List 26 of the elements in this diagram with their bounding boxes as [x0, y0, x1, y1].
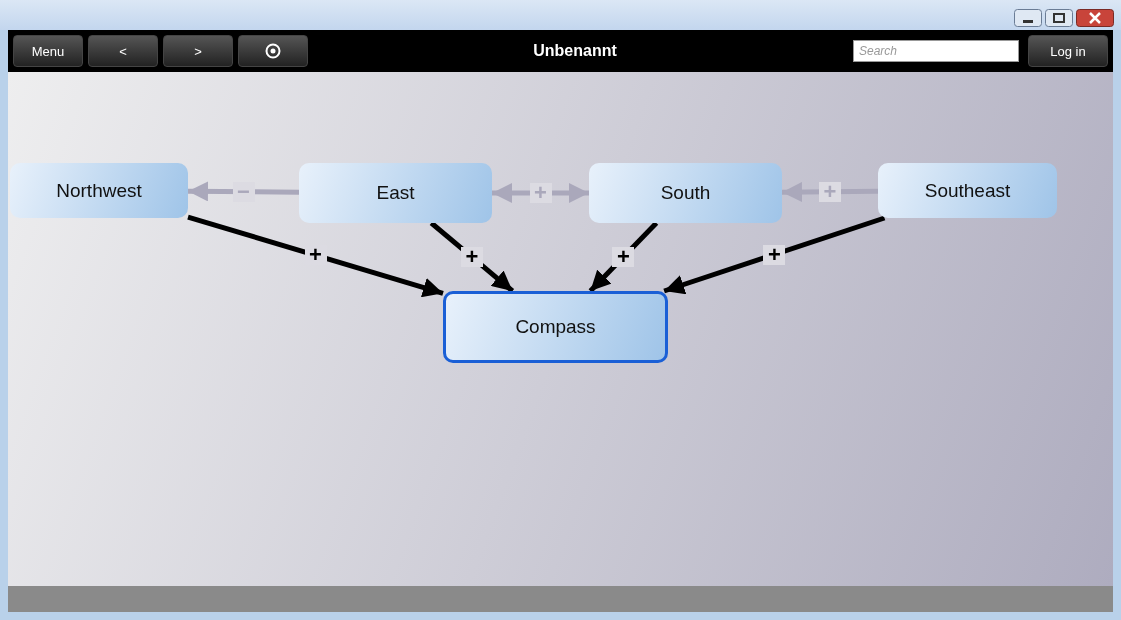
factor-name: Southeast — [924, 179, 1011, 202]
factor-box — [878, 163, 1057, 218]
edge-label: + — [460, 247, 483, 267]
title: Unbenannt — [532, 41, 618, 61]
arrow — [588, 221, 659, 293]
factor-name: Compass — [515, 316, 596, 338]
factor-name: East — [376, 182, 415, 204]
arrow — [429, 221, 515, 293]
search-field: Search — [853, 40, 1019, 62]
arrow — [187, 214, 444, 298]
factor-box — [10, 163, 188, 218]
edge-label: + — [763, 244, 786, 265]
factor-name: South — [660, 182, 711, 204]
forward-button: > — [163, 35, 233, 67]
edge-label: + — [819, 181, 841, 202]
edge-label: + — [529, 183, 552, 203]
arrow — [663, 215, 886, 295]
edge-label: + — [612, 247, 635, 267]
menu-button: Menu — [13, 35, 83, 67]
back-button: < — [88, 35, 158, 67]
selected-factor-box — [443, 291, 668, 363]
factor-box — [589, 163, 782, 223]
arrow — [187, 181, 300, 202]
factor-name: Northwest — [56, 179, 142, 202]
login-button: Log in — [1028, 35, 1108, 67]
factor-box — [299, 163, 492, 223]
